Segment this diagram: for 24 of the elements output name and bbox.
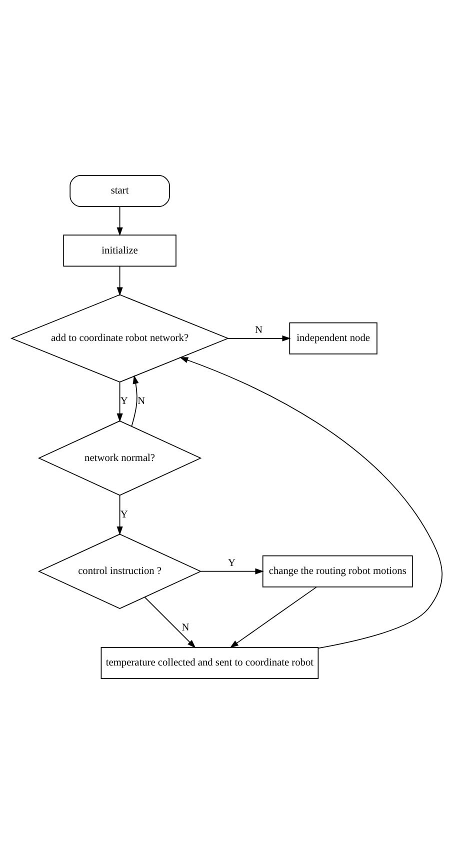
node-diamond: network normal? bbox=[38, 420, 202, 496]
node-diamond: add to coordinate robot network? bbox=[10, 294, 230, 382]
node-box: independent node bbox=[289, 322, 378, 354]
node-box: change the routing robot motions bbox=[262, 554, 413, 587]
arrow bbox=[116, 206, 123, 236]
edge-label: N bbox=[255, 324, 263, 336]
node-box: temperature collected and sent to coordinate robot bbox=[100, 646, 319, 678]
edge-label: N bbox=[182, 622, 190, 634]
arrow bbox=[116, 494, 123, 535]
edge-label: Y bbox=[120, 396, 128, 407]
node-box: initialize bbox=[63, 234, 176, 266]
arrow bbox=[116, 381, 123, 422]
arrow bbox=[144, 596, 196, 648]
arrow bbox=[116, 266, 123, 296]
edge-label: Y bbox=[120, 508, 128, 520]
arrow bbox=[131, 374, 139, 426]
edge-label: N bbox=[138, 396, 146, 407]
node-box: start bbox=[70, 174, 170, 206]
arrow bbox=[200, 568, 264, 574]
arrow bbox=[179, 356, 442, 648]
arrow bbox=[230, 586, 317, 648]
edge-label: Y bbox=[228, 557, 236, 568]
node-diamond: control instruction ? bbox=[38, 533, 202, 608]
arrow bbox=[228, 334, 291, 341]
